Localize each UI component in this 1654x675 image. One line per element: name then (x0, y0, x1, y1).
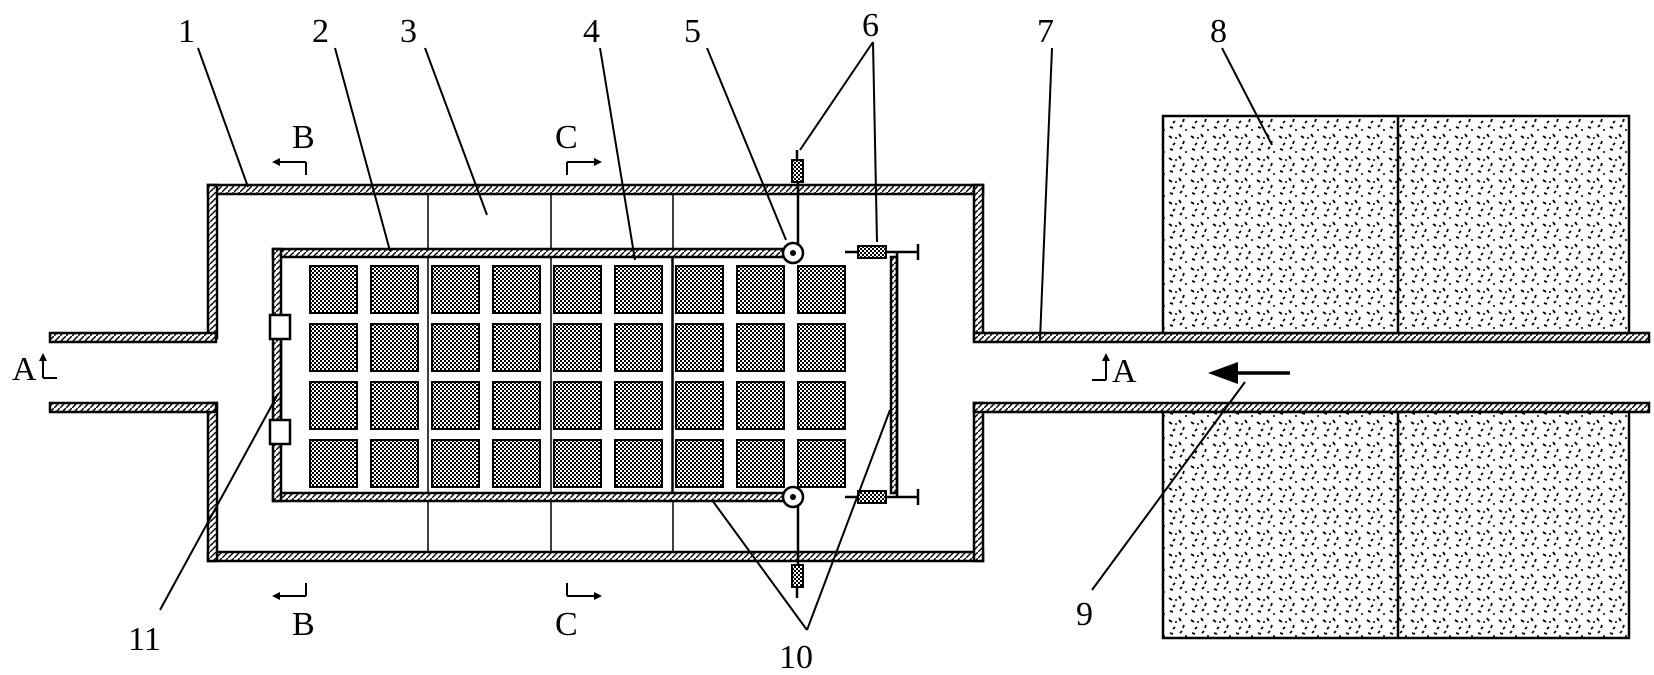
svg-text:B: B (292, 606, 315, 643)
sample-cell (431, 439, 480, 488)
sample-cell (675, 265, 724, 314)
sample-cell (309, 323, 358, 372)
sample-cell (309, 439, 358, 488)
sample-cell (736, 265, 785, 314)
sample-cell (370, 439, 419, 488)
sample-cell (553, 323, 602, 372)
flow-direction-arrow (1208, 362, 1290, 384)
sample-cell (675, 381, 724, 430)
sample-cell (492, 381, 541, 430)
label-5: 5 (684, 13, 701, 50)
label-11: 11 (128, 621, 161, 658)
outlet-duct-right (972, 331, 1651, 414)
actuator-right-top (845, 244, 920, 260)
section-marker-b-top: B (272, 119, 315, 175)
sample-cell (614, 265, 663, 314)
label-9: 9 (1076, 596, 1093, 633)
section-marker-a-left: A (12, 351, 57, 388)
part-labels: 1 2 3 4 5 6 7 8 9 10 11 (128, 7, 1227, 675)
hinge-bottom (781, 485, 805, 509)
sample-cell (553, 381, 602, 430)
leader-lines (159, 41, 1273, 631)
sample-cell (797, 381, 846, 430)
label-3: 3 (400, 13, 417, 50)
outer-chamber (206, 183, 985, 563)
sample-cell (370, 323, 419, 372)
section-marker-a-right: A (1092, 353, 1137, 390)
left-damper (268, 313, 292, 446)
hinge-top (781, 241, 805, 265)
sample-cell (309, 381, 358, 430)
actuator-bottom-vertical (791, 505, 804, 598)
sample-cell (431, 323, 480, 372)
label-2: 2 (312, 13, 329, 50)
heater-lower (1161, 410, 1631, 640)
label-6: 6 (862, 7, 879, 44)
sample-cell (736, 381, 785, 430)
heater-upper (1161, 114, 1631, 335)
section-marker-c-top: C (555, 119, 602, 175)
sample-cell (370, 381, 419, 430)
svg-text:A: A (12, 351, 37, 388)
sample-cell (797, 439, 846, 488)
label-10: 10 (779, 639, 813, 675)
actuator-top-vertical (791, 150, 804, 245)
label-7: 7 (1037, 13, 1054, 50)
section-marker-b-bottom: B (272, 583, 315, 643)
label-4: 4 (583, 13, 600, 50)
sample-cell (309, 265, 358, 314)
sample-cell (431, 381, 480, 430)
sample-cell (614, 381, 663, 430)
sample-cell (614, 439, 663, 488)
sample-cell (553, 265, 602, 314)
sample-cell (614, 323, 663, 372)
sample-cell (492, 265, 541, 314)
svg-text:A: A (1112, 353, 1137, 390)
svg-text:C: C (555, 606, 578, 643)
sample-cell (797, 323, 846, 372)
svg-text:B: B (292, 119, 315, 156)
sample-cell (736, 439, 785, 488)
svg-text:C: C (555, 119, 578, 156)
sample-cell (370, 265, 419, 314)
sample-cell (675, 439, 724, 488)
sample-cell (736, 323, 785, 372)
inlet-duct-left (48, 331, 218, 414)
sample-cell (492, 439, 541, 488)
sample-cell (492, 323, 541, 372)
sample-cell (553, 439, 602, 488)
label-8: 8 (1210, 13, 1227, 50)
label-1: 1 (178, 13, 195, 50)
sample-cell (431, 265, 480, 314)
sample-grid (309, 265, 846, 488)
section-marker-c-bottom: C (555, 583, 602, 643)
sample-cell (797, 265, 846, 314)
sample-cell (675, 323, 724, 372)
